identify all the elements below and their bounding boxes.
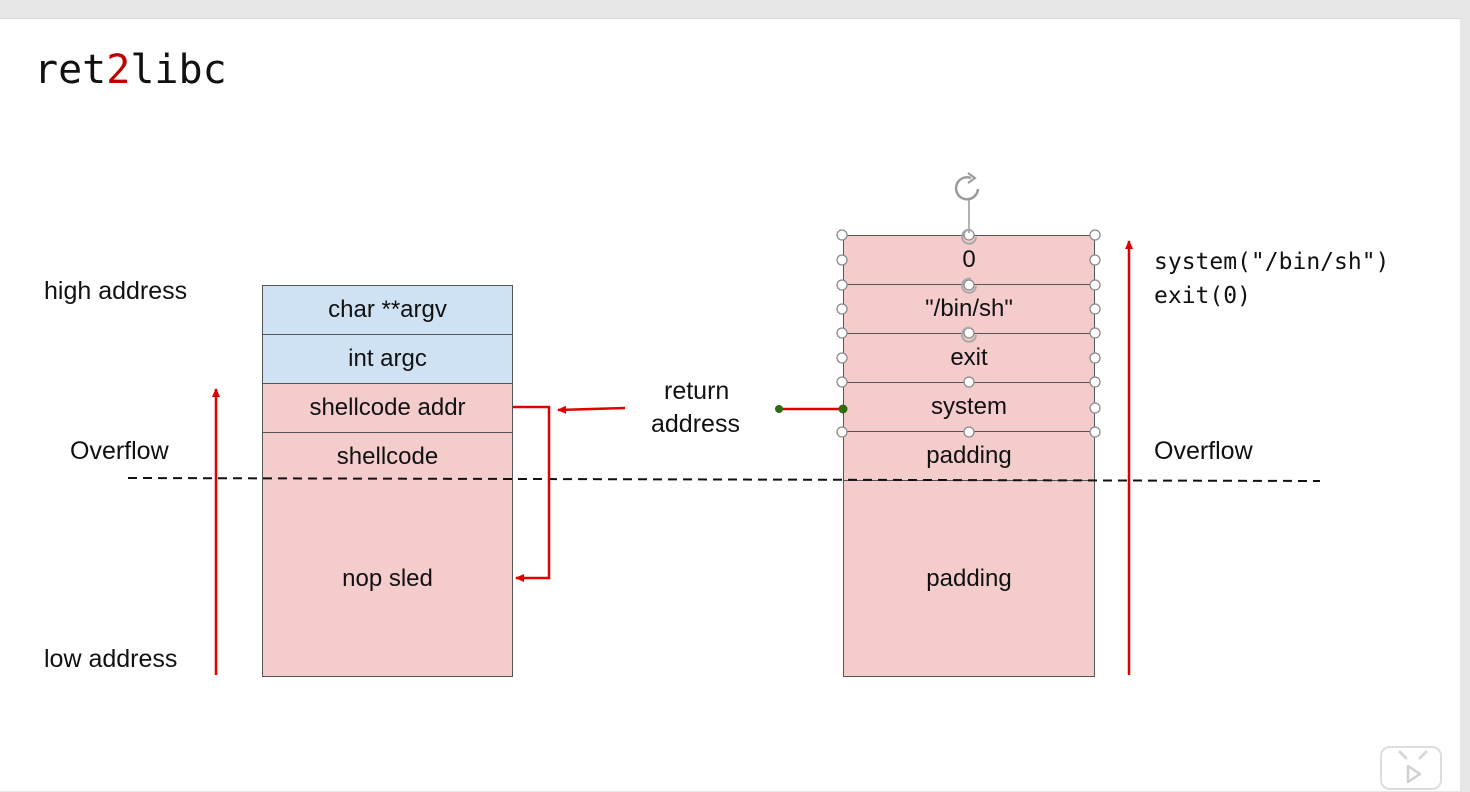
connector-end-handle[interactable] bbox=[838, 404, 848, 414]
stack-cell-padding-upper: padding bbox=[843, 431, 1095, 481]
selection-handles[interactable] bbox=[836, 229, 1101, 438]
right-overflow-label: Overflow bbox=[1154, 437, 1253, 465]
rotate-handle-icon[interactable] bbox=[954, 172, 980, 201]
connector-start-handle[interactable] bbox=[775, 405, 783, 413]
slide-title: ret2libc bbox=[34, 47, 227, 93]
return-label-line1: return bbox=[664, 377, 730, 405]
code-line-system: system("/bin/sh") bbox=[1154, 249, 1390, 275]
slide-canvas: ret2libc high address Overflow low addre… bbox=[0, 18, 1460, 791]
shellcode-jump-arrow bbox=[513, 405, 551, 582]
title-prefix: ret bbox=[34, 47, 107, 93]
title-accent: 2 bbox=[106, 47, 131, 93]
stack-cell-padding-lower: padding bbox=[843, 480, 1095, 677]
low-address-label: low address bbox=[44, 645, 178, 673]
diagram-overlay bbox=[127, 172, 1321, 675]
video-play-icon bbox=[1398, 750, 1428, 784]
code-line-exit: exit(0) bbox=[1154, 283, 1251, 309]
left-overflow-label: Overflow bbox=[70, 437, 169, 465]
right-stack: 0 "/bin/sh" exit system padding padding bbox=[843, 235, 1095, 677]
return-label-line2: address bbox=[651, 410, 740, 438]
stack-cell-nop-sled: nop sled bbox=[262, 481, 513, 677]
high-address-label: high address bbox=[44, 277, 188, 305]
video-play-button[interactable] bbox=[1380, 746, 1442, 790]
stack-cell-shellcode: shellcode bbox=[262, 432, 513, 482]
rotate-handle-icon[interactable] bbox=[961, 228, 977, 343]
stack-cell-shellcode-addr: shellcode addr bbox=[262, 383, 513, 433]
left-stack: char **argv int argc shellcode addr shel… bbox=[262, 285, 513, 677]
return-address-arrow bbox=[557, 405, 626, 414]
title-suffix: libc bbox=[130, 47, 227, 93]
overflow-dashed-line bbox=[127, 477, 1321, 482]
stack-cell-argc: int argc bbox=[262, 334, 513, 384]
